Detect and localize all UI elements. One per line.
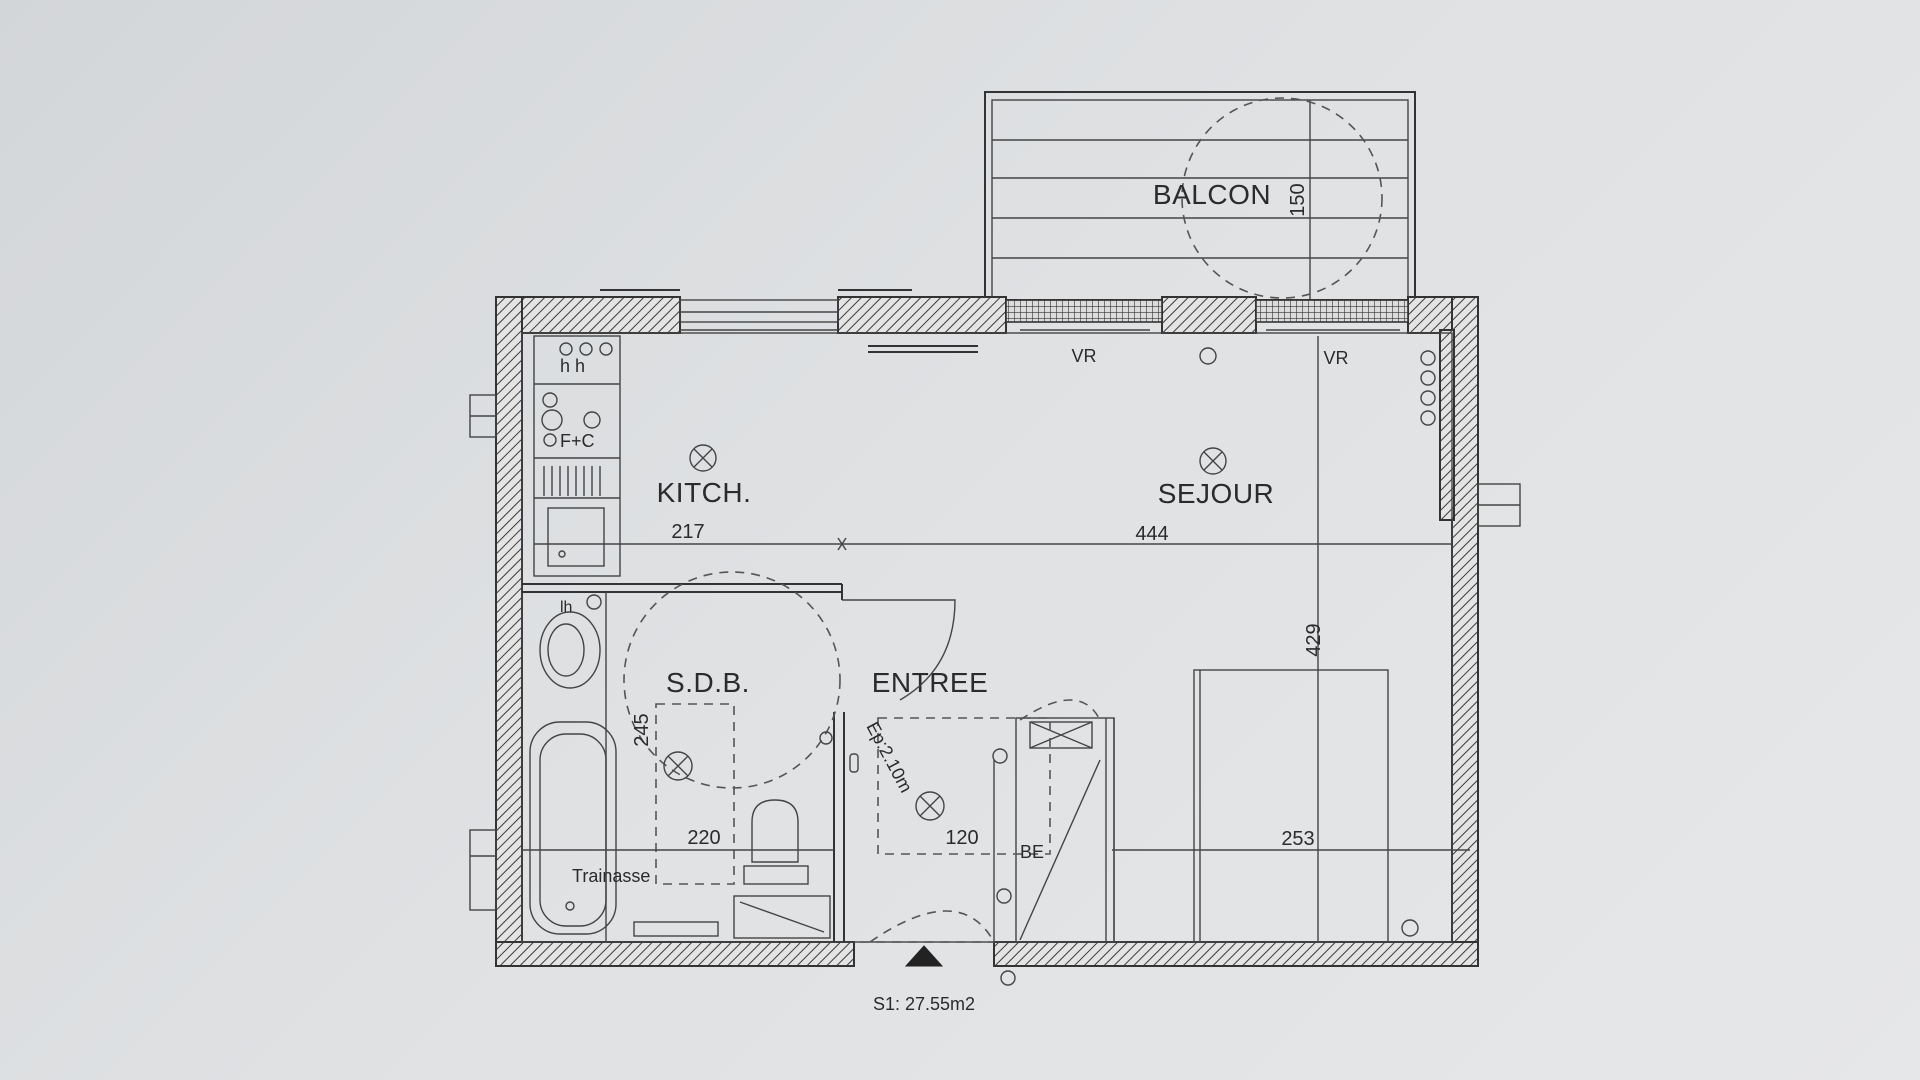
balcon-label: BALCON <box>1153 179 1271 210</box>
outlet-icon <box>996 888 1012 904</box>
shower-tray <box>733 895 831 939</box>
outlet-icon <box>586 594 602 610</box>
ceiling-light-icon <box>663 751 693 781</box>
sdb-depth-label: 245 <box>631 713 653 746</box>
sejour-depth-label: 429 <box>1303 623 1325 656</box>
closet-door-swing <box>1019 699 1101 721</box>
kitchen: h h F+C KITCH. <box>533 335 752 577</box>
outlet-icon <box>543 433 557 447</box>
kitchen-width-label: 217 <box>671 521 704 543</box>
wall-top-mid2 <box>1161 296 1257 334</box>
ceiling-light-icon <box>1199 447 1227 475</box>
washbasin-icon <box>539 611 601 689</box>
surface-label: S1: 27.55m2 <box>873 994 975 1014</box>
sdb-dashed-zone <box>655 703 735 885</box>
storage-closet <box>1015 717 1115 943</box>
window-frame-kitchen <box>679 299 839 323</box>
sejour-width-label: 444 <box>1135 523 1168 545</box>
entree-door-swing <box>842 599 956 701</box>
cooktop-hh-label: h h <box>560 356 585 376</box>
entrance-arrow-icon <box>904 945 944 967</box>
wall-left <box>495 296 523 966</box>
kitchen-label: KITCH. <box>657 477 752 508</box>
ceiling-light-icon <box>915 791 945 821</box>
outlet-icon <box>1401 919 1419 937</box>
balcony-turning-circle <box>1181 97 1383 299</box>
wall-bottom-left <box>495 941 855 967</box>
sdb-width-label: 220 <box>687 827 720 849</box>
sdb-turning-circle <box>623 571 841 789</box>
wall-bottom-right <box>993 941 1479 967</box>
outlet-icon <box>1420 350 1436 366</box>
window-grille-left <box>1005 299 1163 323</box>
toilet-tank <box>743 865 809 885</box>
wall-stub-left-bottom <box>469 829 497 911</box>
cooktop-icon <box>579 342 593 356</box>
be-label: BE <box>1020 842 1044 862</box>
wall-top-mid <box>837 296 1007 334</box>
outlet-icon <box>992 748 1008 764</box>
sdb: lh S.D.B. 245 220 Trainasse <box>522 571 841 939</box>
shelf-icon <box>633 921 719 937</box>
bathtub-inner <box>539 733 607 927</box>
entree-dashed-zone <box>877 717 1051 855</box>
drain-icon <box>558 550 566 558</box>
window-grille-right <box>1255 299 1409 323</box>
closet-diagonal <box>1019 759 1101 941</box>
cooktop-fc-label: F+C <box>560 431 595 451</box>
washbasin-inner <box>547 623 585 677</box>
hob-icon <box>583 411 601 429</box>
door-ep-label: Ep:2.10m <box>862 718 916 795</box>
sejour: SEJOUR VR VR 429 253 <box>1071 336 1470 943</box>
outlet-icon <box>1000 970 1016 986</box>
bathtub-outline <box>529 721 617 935</box>
vr-left-label: VR <box>1071 346 1096 366</box>
entree-width-label: 120 <box>945 827 978 849</box>
outlet-icon <box>1420 410 1436 426</box>
sink-icon <box>547 507 605 567</box>
cooktop-icon <box>599 342 613 356</box>
washbasin-label: lh <box>560 599 572 616</box>
hob-icon <box>541 409 563 431</box>
kitchen-counter <box>533 335 621 577</box>
ceiling-light-cross <box>667 755 689 777</box>
inner-perimeter <box>521 332 1453 943</box>
shower-diagonal <box>739 901 825 933</box>
bed-outline <box>1193 669 1389 943</box>
wall-top-left <box>495 296 681 334</box>
ceiling-light-cross <box>1203 451 1223 471</box>
drain-icon <box>565 901 575 911</box>
outlet-icon <box>1420 370 1436 386</box>
entree-label: ENTREE <box>872 667 989 698</box>
ceiling-light-cross <box>919 795 941 817</box>
switch-icon <box>849 753 859 773</box>
vr-right-label: VR <box>1323 348 1348 368</box>
switch-icon <box>819 731 833 745</box>
panel-cross <box>1029 721 1093 749</box>
sdb-label: S.D.B. <box>666 667 750 698</box>
ceiling-light-cross <box>693 448 713 468</box>
cooktop-icon <box>559 342 573 356</box>
radiator-icon <box>543 466 601 496</box>
wall-right <box>1451 296 1479 966</box>
ceiling-light-icon <box>689 444 717 472</box>
outer-walls <box>469 289 1521 967</box>
dimension-tick <box>837 537 847 551</box>
outlet-icon <box>542 392 558 408</box>
balcony: BALCON 150 <box>984 91 1416 301</box>
electric-panel-icon <box>1029 721 1093 749</box>
sejour-label: SEJOUR <box>1158 478 1275 509</box>
trainasse-label: Trainasse <box>572 866 650 886</box>
outlet-icon <box>1199 347 1217 365</box>
entrance-door-swing <box>869 910 995 943</box>
bedroom-width-label: 253 <box>1281 828 1314 850</box>
wall-right-inner <box>1439 329 1455 521</box>
balcon-depth-label: 150 <box>1287 183 1309 216</box>
partitions <box>522 583 1115 943</box>
toilet-icon <box>751 799 799 863</box>
outlet-icon <box>1420 390 1436 406</box>
